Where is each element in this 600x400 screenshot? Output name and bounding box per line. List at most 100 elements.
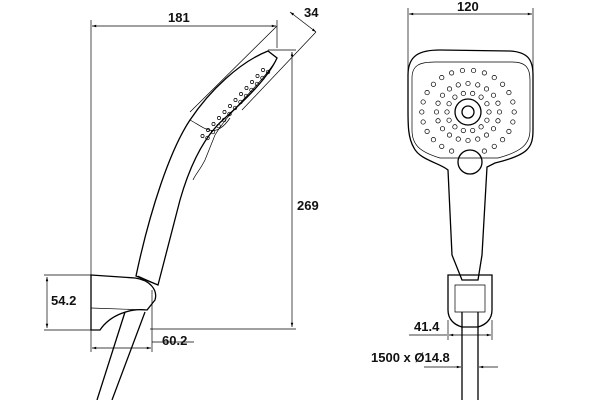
nozzle-dot: [446, 101, 452, 107]
dim-holder-depth-label: 60.2: [162, 333, 187, 348]
nozzle-dot: [439, 75, 445, 81]
nozzle-dot: [439, 126, 446, 132]
nozzle-dot: [265, 69, 271, 75]
nozzle-dot: [459, 67, 465, 74]
nozzle-dot: [255, 74, 260, 78]
nozzle-dot: [244, 86, 249, 90]
nozzle-dot: [222, 110, 227, 114]
center-ring: [454, 98, 482, 126]
nozzle-dot: [435, 100, 441, 106]
nozzle-dot: [239, 92, 243, 96]
nozzle-dot: [261, 68, 265, 72]
nozzle-dot: [206, 128, 210, 132]
nozzle-dot: [510, 119, 516, 125]
nozzle-dot: [232, 105, 238, 111]
nozzle-dot: [483, 132, 490, 138]
nozzle-dot: [205, 135, 210, 141]
nozzle-dot: [211, 122, 216, 126]
nozzle-dot: [491, 143, 497, 149]
nozzle-dot: [435, 118, 441, 124]
front-view: 120 41.4 1500 x Ø14.8: [371, 0, 534, 400]
dim-length-label: 181: [168, 10, 190, 25]
holder-side: [90, 274, 157, 331]
nozzle-dot: [430, 81, 436, 87]
nozzle-dot: [250, 80, 254, 84]
nozzle-dot: [465, 80, 471, 87]
shower-head-front: [407, 49, 534, 281]
nozzle-dot: [430, 137, 436, 143]
nozzle-dot: [455, 136, 461, 142]
nozzle-dot: [254, 81, 260, 87]
nozzle-dot: [424, 128, 430, 134]
nozzle-dot: [452, 94, 458, 100]
nozzle-dot: [200, 134, 205, 138]
nozzle-dot: [465, 137, 471, 144]
nozzle-dot: [481, 70, 487, 76]
handle-side-outline: [135, 50, 278, 286]
nozzle-dot: [260, 75, 265, 81]
nozzle-dot: [249, 87, 254, 93]
nozzle-dot: [449, 70, 455, 76]
nozzle-dot: [455, 82, 461, 88]
nozzle-dot: [500, 81, 506, 87]
nozzle-dot: [495, 118, 501, 124]
nozzle-dot: [470, 127, 476, 134]
nozzle-dot: [481, 148, 487, 154]
nozzle-dot: [496, 109, 503, 115]
front-nozzles: [419, 67, 517, 154]
nozzle-dot: [511, 109, 517, 115]
holder-front: [447, 274, 493, 328]
nozzle-dot: [460, 90, 466, 97]
nozzle-dot: [238, 99, 243, 105]
nozzle-dot: [221, 117, 227, 123]
nozzle-dot: [210, 129, 216, 135]
nozzle-dot: [484, 117, 490, 123]
nozzle-dot: [475, 136, 481, 142]
nozzle-dot: [460, 127, 466, 134]
nozzle-dot: [500, 137, 506, 143]
nozzle-dot: [506, 90, 512, 96]
nozzle-dot: [495, 100, 501, 106]
dim-height-label: 269: [297, 198, 319, 213]
side-nozzles: [200, 68, 271, 141]
nozzle-dot: [471, 67, 477, 74]
nozzle-dot: [446, 117, 452, 123]
dim-hose-label: 1500 x Ø14.8: [371, 350, 450, 365]
nozzle-dot: [446, 132, 453, 138]
nozzle-dot: [483, 86, 490, 92]
dim-holder-height-label: 54.2: [51, 293, 76, 308]
nozzle-dot: [478, 94, 484, 100]
mode-button: [457, 149, 483, 175]
nozzle-dot: [419, 109, 425, 115]
nozzle-dot: [490, 92, 497, 98]
nozzle-dot: [227, 111, 232, 117]
nozzle-dot: [233, 98, 238, 102]
nozzle-dot: [510, 99, 516, 105]
nozzle-dot: [424, 90, 430, 96]
nozzle-dot: [491, 75, 497, 81]
nozzle-dot: [439, 143, 445, 149]
hose-side: [96, 311, 126, 400]
nozzle-dot: [243, 93, 249, 99]
nozzle-dot: [446, 86, 453, 92]
nozzle-dot: [484, 101, 490, 107]
nozzle-dot: [444, 109, 450, 115]
dim-34-line: [289, 11, 317, 33]
nozzle-dot: [216, 123, 221, 129]
nozzle-dot: [490, 126, 497, 132]
nozzle-dot: [470, 90, 476, 97]
dim-holder-width-label: 41.4: [414, 319, 440, 334]
nozzle-dot: [475, 82, 481, 88]
nozzle-dot: [506, 128, 512, 134]
side-view: 181 34 269 54.2 60.2: [44, 5, 319, 400]
nozzle-dot: [228, 104, 232, 108]
dim-head-thickness-label: 34: [304, 5, 319, 20]
dim-head-width-label: 120: [457, 0, 479, 14]
nozzle-dot: [478, 124, 484, 130]
nozzle-dot: [420, 119, 426, 125]
nozzle-dot: [433, 109, 440, 115]
nozzle-dot: [420, 99, 426, 105]
nozzle-dot: [449, 148, 455, 154]
